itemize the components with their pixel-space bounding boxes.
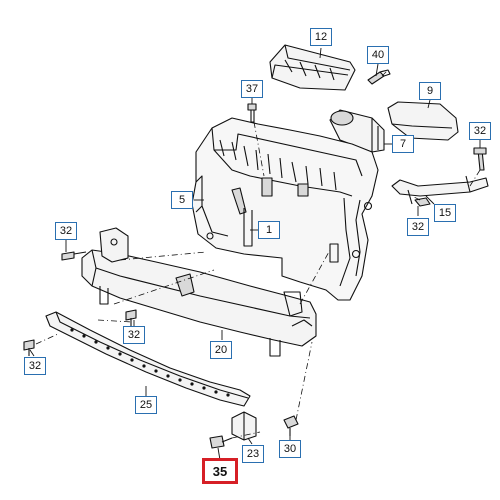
callout-35-highlighted[interactable]: 35 <box>202 458 238 484</box>
part-9-cap <box>387 101 459 141</box>
part-23-clip <box>231 411 257 441</box>
part-37-screw <box>247 103 257 123</box>
callout-1[interactable]: 1 <box>258 221 280 239</box>
part-20-bumper-bar <box>81 227 317 357</box>
part-32-screw-bracket <box>414 197 431 207</box>
part-25-absorber-strip <box>45 311 251 407</box>
part-32-screw-left-top <box>61 251 87 261</box>
callout-12[interactable]: 12 <box>310 28 332 46</box>
callout-25[interactable]: 25 <box>135 396 157 414</box>
part-15-bracket <box>391 175 489 205</box>
callout-37[interactable]: 37 <box>241 80 263 98</box>
callout-32[interactable]: 32 <box>55 222 77 240</box>
leader-lines <box>29 47 481 461</box>
callout-23[interactable]: 23 <box>242 445 264 463</box>
callout-20[interactable]: 20 <box>210 341 232 359</box>
callout-9[interactable]: 9 <box>419 82 441 100</box>
callout-32[interactable]: 32 <box>407 218 429 236</box>
assembly-lines <box>35 69 481 439</box>
part-7-air-duct <box>329 109 385 153</box>
part-32-screw-right-top <box>473 147 487 171</box>
callout-7[interactable]: 7 <box>392 135 414 153</box>
callout-30[interactable]: 30 <box>279 440 301 458</box>
callout-15[interactable]: 15 <box>434 204 456 222</box>
callout-32[interactable]: 32 <box>469 122 491 140</box>
callout-5[interactable]: 5 <box>171 191 193 209</box>
part-32-screw-left-bottom <box>23 339 35 356</box>
part-5-lock-carrier <box>191 117 379 301</box>
part-12-trim-strip <box>269 44 356 91</box>
part-35-screw <box>209 435 233 449</box>
callout-40[interactable]: 40 <box>367 46 389 64</box>
callout-32[interactable]: 32 <box>24 357 46 375</box>
callout-32[interactable]: 32 <box>123 326 145 344</box>
part-40-screw <box>367 69 391 85</box>
